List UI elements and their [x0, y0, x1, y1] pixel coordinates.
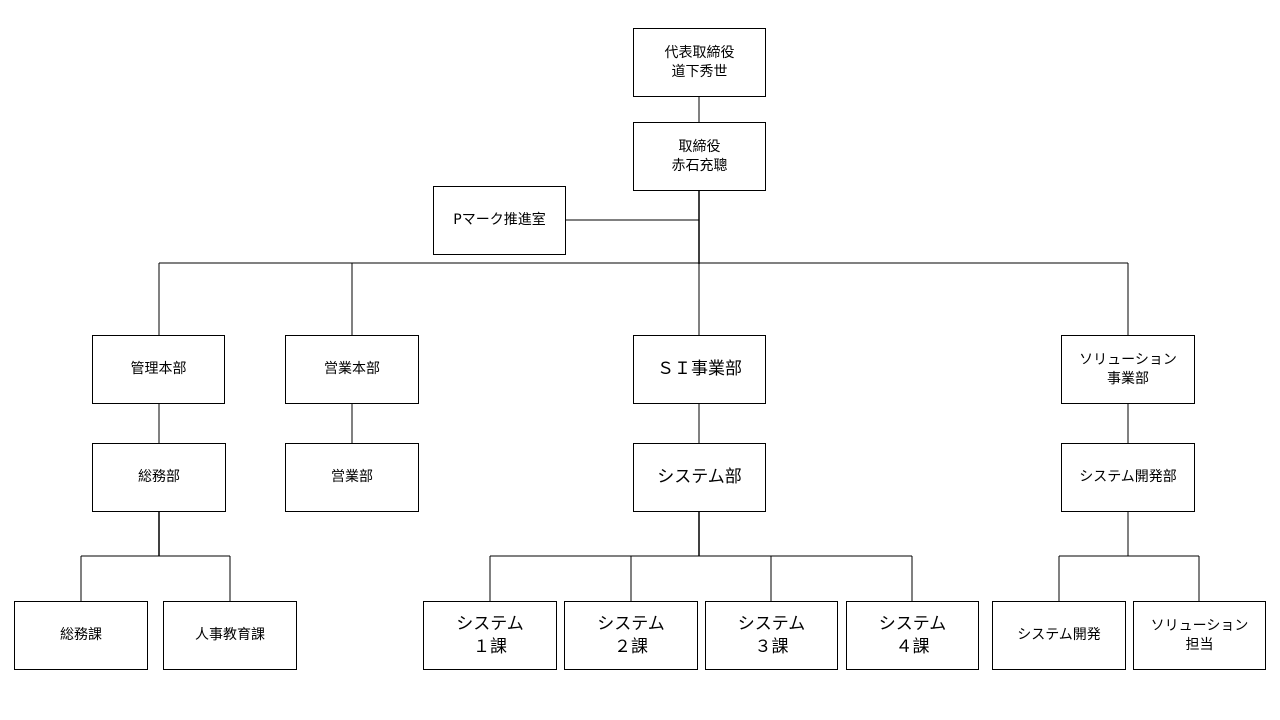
somuka-label: 総務課: [60, 627, 102, 643]
pmark-label: Pマーク推進室: [453, 212, 546, 228]
box-ceo: 代表取締役 道下秀世: [633, 28, 766, 97]
box-somu-ka: 総務課: [14, 601, 148, 670]
sys2-label-2: ２課: [614, 636, 648, 657]
director-title: 取締役: [678, 138, 721, 155]
ceo-title: 代表取締役: [664, 44, 735, 61]
box-eigyo-bu: 営業部: [285, 443, 419, 512]
somu-label: 総務部: [138, 469, 180, 485]
sys4-label-2: ４課: [895, 636, 930, 657]
ceo-name: 道下秀世: [671, 63, 728, 80]
solution-label-2: 事業部: [1107, 370, 1149, 387]
director-name: 赤石充聰: [671, 157, 728, 174]
box-jinji-kyoiku-ka: 人事教育課: [163, 601, 297, 670]
box-kanri-honbu: 管理本部: [92, 335, 225, 404]
system-label: システム部: [657, 467, 742, 487]
sys2-label-1: システム: [597, 613, 665, 634]
box-somu-bu: 総務部: [92, 443, 226, 512]
box-system-4ka: システム ４課: [846, 601, 979, 670]
box-eigyo-honbu: 営業本部: [285, 335, 419, 404]
box-system-kaihatsu: システム開発: [992, 601, 1126, 670]
solution-label-1: ソリューション: [1079, 351, 1177, 368]
box-system-bu: システム部: [633, 443, 766, 512]
box-system-3ka: システム ３課: [705, 601, 838, 670]
soltan-label-1: ソリューション: [1150, 617, 1249, 634]
sys1-label-2: １課: [473, 636, 507, 657]
box-solution-tanto: ソリューション 担当: [1133, 601, 1266, 670]
box-solution-division: ソリューション 事業部: [1061, 335, 1195, 404]
dev-label: システム開発: [1017, 627, 1101, 643]
soltan-label-2: 担当: [1185, 636, 1214, 653]
sys4-label-1: システム: [878, 613, 947, 634]
box-pmark: Pマーク推進室: [433, 186, 566, 255]
sys3-label-1: システム: [737, 613, 806, 634]
box-director: 取締役 赤石充聰: [633, 122, 766, 191]
kanri-label: 管理本部: [130, 361, 187, 377]
box-system-kaihatsu-bu: システム開発部: [1061, 443, 1195, 512]
sys3-label-2: ３課: [754, 636, 789, 657]
sysdev-label: システム開発部: [1079, 469, 1177, 485]
sys1-label-1: システム: [456, 613, 524, 634]
eigyo-hq-label: 営業本部: [324, 361, 380, 377]
si-label: ＳＩ事業部: [657, 359, 742, 379]
box-system-2ka: システム ２課: [564, 601, 698, 670]
eigyo-label: 営業部: [331, 469, 373, 485]
jinji-label: 人事教育課: [195, 627, 265, 643]
box-system-1ka: システム １課: [423, 601, 557, 670]
box-si-division: ＳＩ事業部: [633, 335, 766, 404]
